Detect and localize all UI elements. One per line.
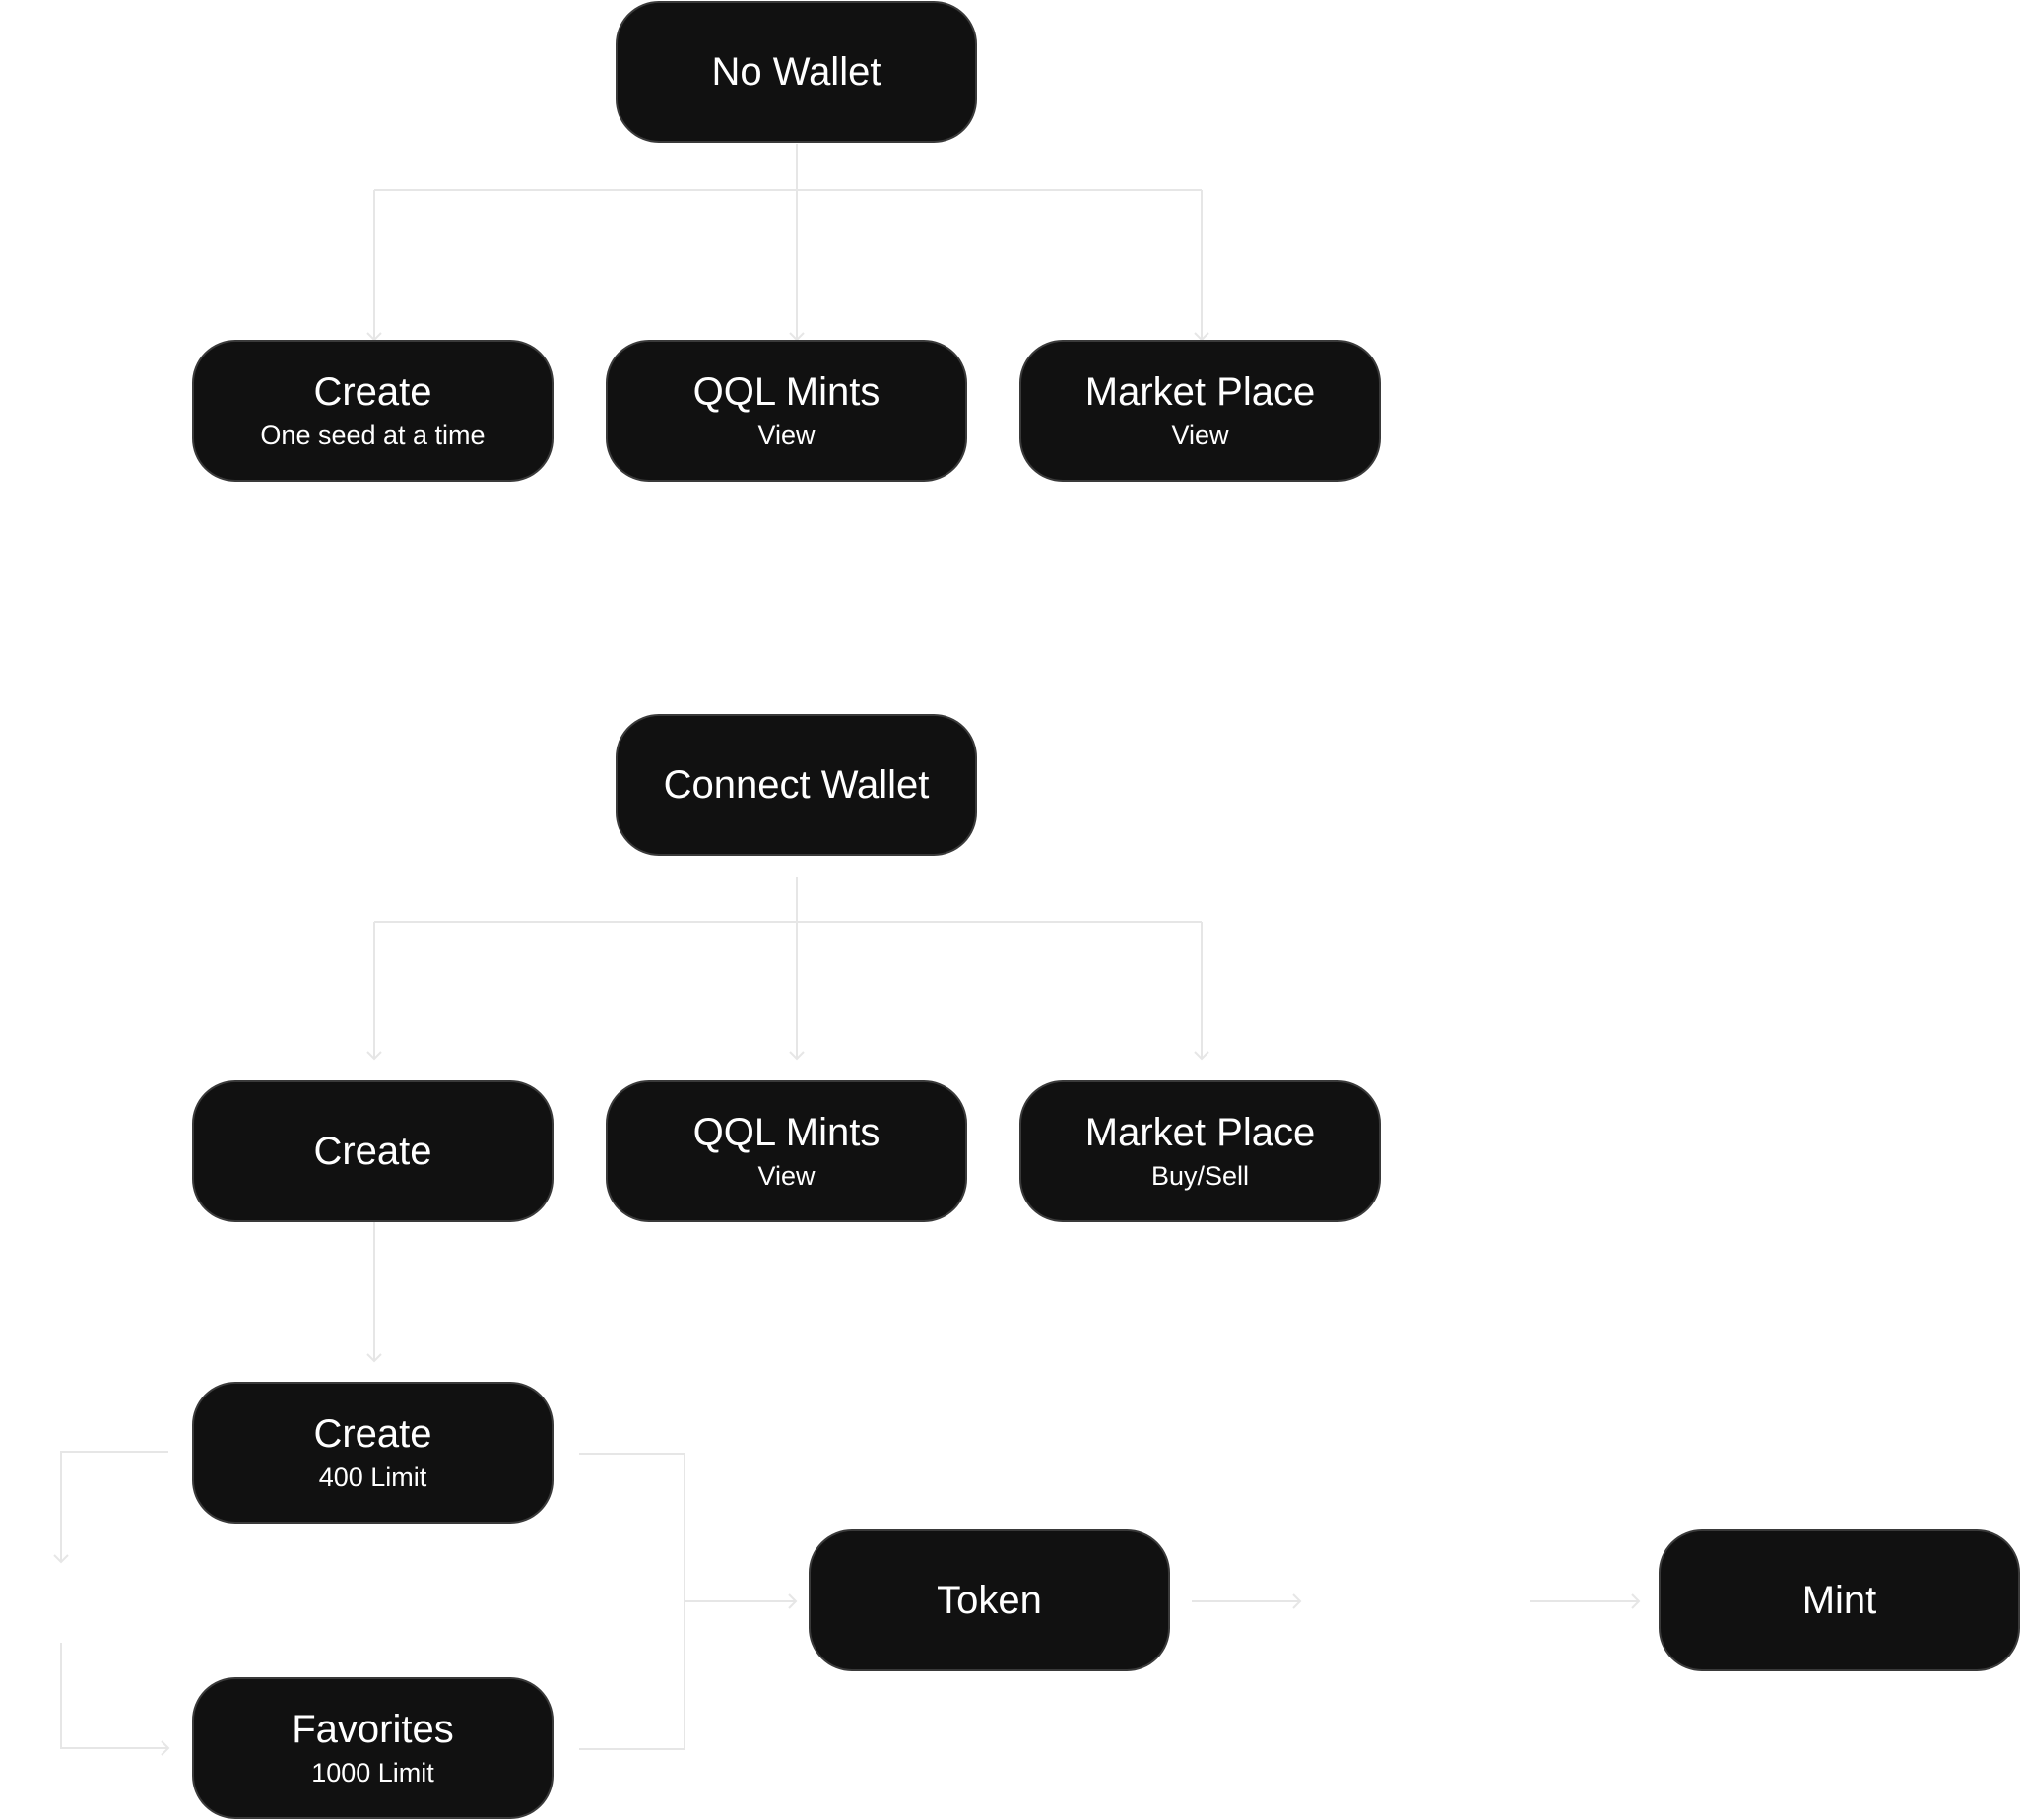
arrowhead	[789, 1051, 805, 1061]
node-no-wallet-create[interactable]: Create One seed at a time	[192, 340, 554, 482]
node-no-wallet-market-place[interactable]: Market Place View	[1019, 340, 1381, 482]
connector-create-limit-left	[60, 1451, 168, 1562]
arrowhead	[366, 1051, 382, 1061]
arrowhead	[1194, 1051, 1209, 1061]
arrowhead	[788, 1593, 798, 1609]
connector-create-limit-right	[579, 1453, 685, 1750]
arrowhead	[53, 1554, 69, 1564]
node-title: Market Place	[1084, 1111, 1316, 1154]
connector-favorites-left	[60, 1643, 168, 1749]
node-subtitle: View	[757, 1161, 816, 1191]
node-subtitle: View	[1171, 421, 1229, 450]
arrowhead	[366, 1353, 382, 1363]
node-no-wallet[interactable]: No Wallet	[616, 1, 977, 143]
node-title: Favorites	[292, 1708, 454, 1751]
arrowhead	[1292, 1593, 1302, 1609]
node-subtitle: 1000 Limit	[311, 1758, 434, 1788]
node-title: Mint	[1801, 1579, 1877, 1622]
node-title: Create	[313, 1412, 432, 1456]
node-title: Connect Wallet	[663, 763, 930, 807]
node-subtitle: View	[757, 421, 816, 450]
node-title: Create	[313, 1130, 432, 1173]
node-no-wallet-qql-mints[interactable]: QQL Mints View	[606, 340, 967, 482]
node-title: No Wallet	[711, 50, 881, 94]
node-subtitle: One seed at a time	[260, 421, 486, 450]
node-token[interactable]: Token	[809, 1529, 1170, 1671]
node-connect-market-place[interactable]: Market Place Buy/Sell	[1019, 1080, 1381, 1222]
node-subtitle: 400 Limit	[318, 1462, 427, 1492]
node-title: Market Place	[1084, 370, 1316, 414]
node-title: QQL Mints	[692, 1111, 881, 1154]
node-title: Create	[313, 370, 432, 414]
node-title: Token	[937, 1579, 1042, 1622]
node-connect-qql-mints[interactable]: QQL Mints View	[606, 1080, 967, 1222]
node-connect-wallet[interactable]: Connect Wallet	[616, 714, 977, 856]
node-mint[interactable]: Mint	[1659, 1529, 2020, 1671]
node-favorites[interactable]: Favorites 1000 Limit	[192, 1677, 554, 1819]
arrowhead	[1631, 1593, 1641, 1609]
node-create-limit[interactable]: Create 400 Limit	[192, 1382, 554, 1524]
arrowhead	[161, 1740, 170, 1756]
node-title: QQL Mints	[692, 370, 881, 414]
node-connect-create[interactable]: Create	[192, 1080, 554, 1222]
node-subtitle: Buy/Sell	[1150, 1161, 1250, 1191]
